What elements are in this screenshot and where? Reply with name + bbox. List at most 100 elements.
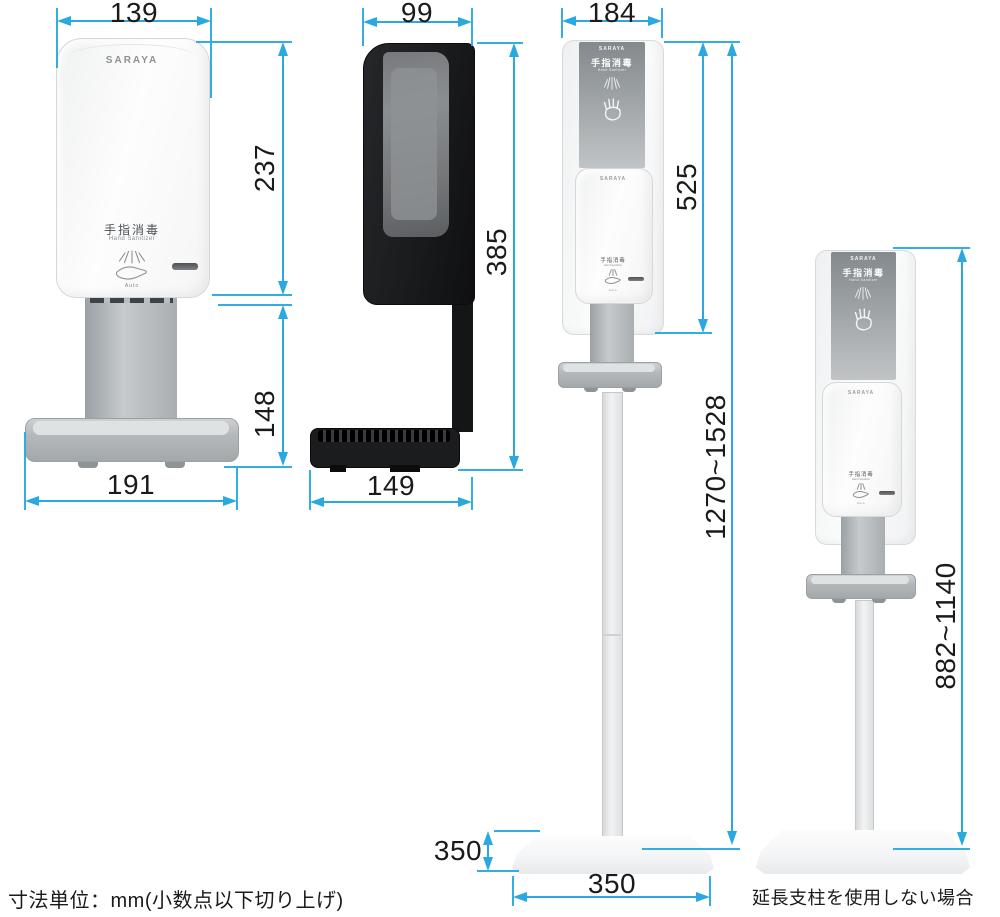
arrowhead [648, 16, 662, 26]
label-jp: 手指消毒 [103, 223, 160, 237]
arrowhead [696, 892, 710, 902]
dim-line [961, 261, 963, 833]
dim-label: 148 [249, 389, 280, 439]
arrowhead [458, 497, 472, 507]
arrowhead [458, 17, 472, 27]
dim-label: 882~1140 [930, 562, 961, 690]
sign-label-jp: 手指消毒 [842, 268, 885, 278]
arrowhead [727, 831, 737, 845]
arrowhead [483, 857, 493, 871]
arrowhead [25, 496, 39, 506]
ext-line [642, 848, 740, 850]
ext-line [471, 8, 473, 46]
dim-label: 184 [587, 0, 637, 28]
arrowhead [197, 16, 211, 26]
hand-icon [603, 98, 621, 121]
sensor-window [628, 277, 644, 281]
dim-label: 385 [481, 227, 512, 277]
label-en: Hand Sanitizer [108, 236, 156, 242]
auto-label: Auto [608, 288, 618, 292]
ext-line [236, 468, 238, 510]
arrowhead [513, 892, 527, 902]
dim-label: 1270~1528 [700, 394, 731, 540]
dispenser-top-edge [68, 44, 196, 57]
dim-label: 191 [106, 469, 156, 500]
tray-foot [330, 465, 346, 472]
dispenser-label-jp: 手指消毒 [600, 258, 626, 264]
pole-joint [602, 634, 621, 636]
sensor-window [879, 491, 895, 495]
hand-icon [854, 308, 872, 331]
brand-logo: SARAYA [105, 55, 159, 66]
ext-line [494, 830, 540, 832]
dim-line [527, 896, 696, 898]
dim-line [702, 55, 704, 320]
dispenser-label-jp: 手指消毒 [848, 472, 874, 478]
dim-label: 525 [671, 162, 702, 212]
drip-tray-top [811, 576, 909, 584]
spray-hand-icon [604, 269, 621, 284]
dim-line [576, 20, 648, 22]
stand-pole [855, 600, 874, 839]
arrowhead [363, 17, 377, 27]
ext-line [362, 8, 364, 46]
stand-base [512, 836, 714, 874]
arrowhead [278, 305, 288, 319]
dim-line [39, 500, 223, 502]
stand-column [590, 300, 634, 364]
stand-column [85, 297, 177, 419]
dispenser-label-en: Hand Sanitizer [851, 477, 871, 481]
ext-line [458, 469, 523, 471]
no-extension-caption: 延長支柱を使用しない場合 [752, 888, 974, 908]
dim-line [324, 501, 458, 503]
arrowhead [727, 42, 737, 56]
stand-pole [602, 392, 623, 842]
drip-tray-top [563, 364, 655, 372]
arrowhead [278, 281, 288, 295]
dim-label: 350 [587, 868, 637, 899]
arrowhead [698, 319, 708, 333]
dispenser-body [56, 38, 210, 298]
dispenser-brand: SARAYA [599, 176, 627, 182]
arrowhead [278, 452, 288, 466]
arrowhead [57, 16, 71, 26]
arrowhead [562, 16, 576, 26]
drip-tray-top [33, 421, 229, 435]
sign-plate [579, 42, 645, 168]
ext-line [309, 470, 311, 510]
back-column [452, 280, 473, 432]
dim-label: 99 [400, 0, 434, 28]
ext-line [212, 294, 292, 296]
stand-column [841, 513, 885, 577]
ext-line [224, 466, 292, 468]
dim-line [71, 20, 197, 22]
tray-foot [390, 465, 420, 472]
sign-label-en: Hand Sanitizer [597, 68, 627, 72]
dim-line [513, 56, 515, 457]
ext-line [196, 41, 292, 43]
ext-line [477, 870, 519, 872]
sensor-window [172, 263, 198, 270]
dim-line [377, 21, 458, 23]
ext-line [512, 876, 514, 906]
sign-brand: SARAYA [850, 256, 877, 262]
ext-line [893, 247, 970, 249]
stand-base [756, 830, 970, 874]
dim-label: 237 [249, 143, 280, 193]
arrowhead [278, 42, 288, 56]
spray-icon [604, 76, 620, 90]
ext-line [664, 41, 740, 43]
drip-tray-ribs [318, 430, 450, 442]
dispenser-body [575, 168, 653, 304]
dispenser-label-en: Hand Sanitizer [603, 263, 623, 267]
dispenser-brand: SARAYA [847, 390, 875, 396]
ext-line [561, 8, 563, 38]
arrowhead [509, 456, 519, 470]
arrowhead [483, 831, 493, 845]
auto-label: Auto [856, 501, 866, 505]
spray-hand-icon [852, 483, 869, 498]
sign-label-en: Hand Sanitizer [849, 278, 878, 282]
arrowhead [509, 43, 519, 57]
ext-line [218, 304, 292, 306]
